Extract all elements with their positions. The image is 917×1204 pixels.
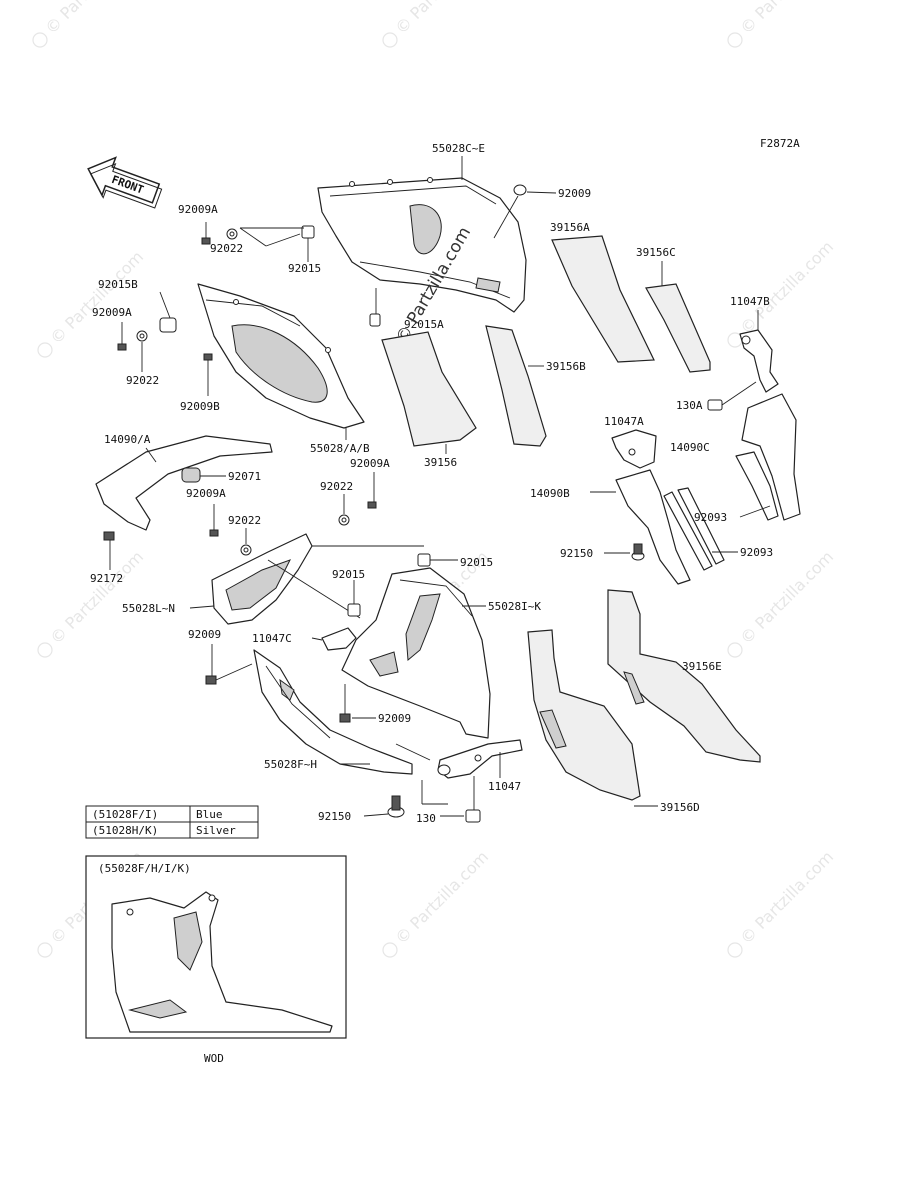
svg-text:14090B: 14090B <box>530 487 570 500</box>
inner-cowl-55028IK: 55028I~K <box>341 567 541 739</box>
svg-text:55028F~H: 55028F~H <box>264 758 317 771</box>
svg-text:39156: 39156 <box>424 456 457 469</box>
svg-text:© Partzilla.com: © Partzilla.com <box>41 0 142 38</box>
svg-text:© Partzilla.com: © Partzilla.com <box>736 237 837 338</box>
inset-panel: (55028F/H/I/K) WOD <box>85 855 347 1065</box>
side-cowl-upper <box>197 283 365 429</box>
bracket-11047B: 11047B <box>730 295 779 393</box>
pad-39156A: 39156A <box>550 221 655 363</box>
bolt-92009-mid: 92009 <box>188 628 253 685</box>
bolt-130: 130 <box>416 776 481 825</box>
callout-55028AB: 55028/A/B <box>310 428 370 455</box>
svg-text:92022: 92022 <box>210 242 243 255</box>
svg-text:39156C: 39156C <box>636 246 676 259</box>
front-arrow-icon: FRONT <box>87 156 163 209</box>
figure-code: F2872A <box>760 137 800 150</box>
svg-text:92093: 92093 <box>694 511 727 524</box>
svg-text:11047B: 11047B <box>730 295 770 308</box>
legend-color-1: Blue <box>196 808 223 821</box>
svg-text:92009: 92009 <box>188 628 221 641</box>
inner-cowl-lower: 55028L~N <box>122 533 361 625</box>
inset-caption: WOD <box>204 1052 224 1065</box>
seal-92093: 92093 92093 <box>663 487 773 571</box>
svg-text:92009A: 92009A <box>350 457 390 470</box>
pad-39156: 39156 <box>381 331 477 469</box>
svg-text:55028C~E: 55028C~E <box>432 142 485 155</box>
bolt-92150-upper: 92150 <box>560 543 645 561</box>
pad-39156C: 39156C <box>636 246 711 373</box>
svg-text:92009B: 92009B <box>180 400 220 413</box>
svg-text:92071: 92071 <box>228 470 261 483</box>
nut-92015A: 92015A <box>369 288 444 331</box>
bracket-11047C: 11047C <box>252 627 357 651</box>
duct-14090C: 14090C <box>670 393 801 521</box>
lower-cowl-55028FH: 55028F~H <box>253 649 413 775</box>
bracket-11047A: 11047A <box>604 415 657 469</box>
svg-text:14090/A: 14090/A <box>104 433 151 446</box>
bolt-130A: 130A <box>676 381 757 412</box>
svg-text:92022: 92022 <box>320 480 353 493</box>
svg-text:92009: 92009 <box>378 712 411 725</box>
grommet-92071: 92071 <box>181 467 261 483</box>
svg-text:92022: 92022 <box>126 374 159 387</box>
fasteners-center: 92009A 92022 92009A 92022 <box>186 457 390 556</box>
legend-code-2: (51028H/K) <box>92 824 158 837</box>
duct-14090B: 14090B <box>530 469 691 585</box>
svg-text:© Partzilla.com: © Partzilla.com <box>736 847 837 948</box>
bolt-92009-lower: 92009 <box>339 684 411 725</box>
svg-text:92015B: 92015B <box>98 278 138 291</box>
svg-text:92093: 92093 <box>740 546 773 559</box>
legend-code-1: (51028F/I) <box>92 808 158 821</box>
svg-text:92009A: 92009A <box>92 306 132 319</box>
svg-text:92150: 92150 <box>318 810 351 823</box>
svg-text:39156B: 39156B <box>546 360 586 373</box>
svg-text:92015: 92015 <box>332 568 365 581</box>
svg-text:92009A: 92009A <box>178 203 218 216</box>
fasteners-mid-left: 92015B 92009A 92022 92009B <box>92 278 220 413</box>
pad-39156B: 39156B <box>485 325 586 447</box>
svg-text:11047C: 11047C <box>252 632 292 645</box>
pad-39156D: 39156D <box>527 629 700 814</box>
svg-text:92022: 92022 <box>228 514 261 527</box>
svg-text:92150: 92150 <box>560 547 593 560</box>
svg-text:14090C: 14090C <box>670 441 710 454</box>
bolt-92009-top: 92009 <box>493 184 591 239</box>
screw-92172: 92172 <box>90 531 123 585</box>
bolt-92150-lower: 92150 <box>318 795 405 823</box>
duct-14090A: 14090/A <box>95 433 273 531</box>
svg-text:92172: 92172 <box>90 572 123 585</box>
svg-text:11047: 11047 <box>488 780 521 793</box>
callout-55028CE: 55028C~E <box>432 142 485 180</box>
svg-text:55028/A/B: 55028/A/B <box>310 442 370 455</box>
svg-text:92009: 92009 <box>558 187 591 200</box>
svg-text:92009A: 92009A <box>186 487 226 500</box>
svg-text:39156A: 39156A <box>550 221 590 234</box>
svg-text:92015: 92015 <box>460 556 493 569</box>
svg-text:92015: 92015 <box>288 262 321 275</box>
svg-text:11047A: 11047A <box>604 415 644 428</box>
fasteners-upper-left: 92015 92022 92009A <box>178 203 321 275</box>
legend-color-2: Silver <box>196 824 236 837</box>
svg-text:39156D: 39156D <box>660 801 700 814</box>
svg-text:© Partzilla.com: © Partzilla.com <box>46 547 147 648</box>
svg-text:© Partzilla.com: © Partzilla.com <box>736 0 837 38</box>
svg-text:130A: 130A <box>676 399 703 412</box>
inner-cowl-upper <box>317 177 527 313</box>
pad-39156E: 39156E <box>607 589 761 763</box>
svg-text:© Partzilla.com: © Partzilla.com <box>46 247 147 348</box>
svg-text:© Partzilla.com: © Partzilla.com <box>391 0 492 38</box>
color-legend: (51028F/I) Blue (51028H/K) Silver <box>85 805 259 839</box>
svg-text:130: 130 <box>416 812 436 825</box>
bracket-11047: 11047 <box>395 739 523 805</box>
inset-title: (55028F/H/I/K) <box>98 862 191 875</box>
svg-text:39156E: 39156E <box>682 660 722 673</box>
svg-text:55028L~N: 55028L~N <box>122 602 175 615</box>
nuts-92015-lower: 92015 92015 <box>312 545 493 617</box>
svg-text:55028I~K: 55028I~K <box>488 600 541 613</box>
svg-text:92015A: 92015A <box>404 318 444 331</box>
svg-text:© Partzilla.com: © Partzilla.com <box>736 547 837 648</box>
svg-text:© Partzilla.com: © Partzilla.com <box>391 847 492 948</box>
